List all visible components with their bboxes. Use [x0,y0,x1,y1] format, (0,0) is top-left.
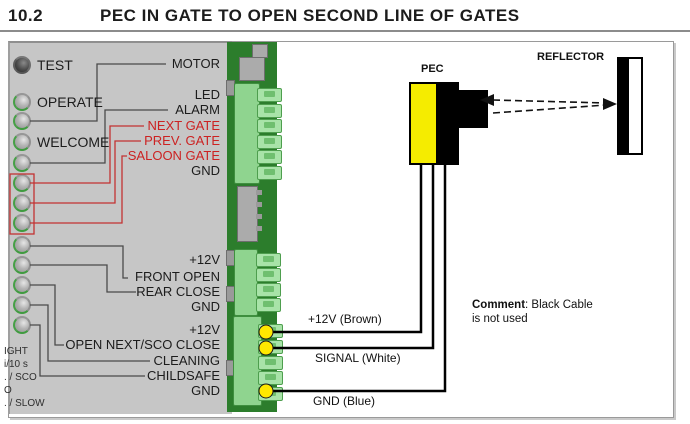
socket-cell [257,88,282,102]
terminal-label-alarm: ALARM [175,102,220,117]
terminal-label-column: MOTOR LED ALARM NEXT GATE PREV. GATE SAL… [0,0,220,424]
terminal-block-3 [233,316,262,406]
terminal-block-2-sockets [256,253,281,312]
wire-label-white: SIGNAL (White) [315,351,401,365]
socket-cell [257,134,282,149]
socket-cell [258,339,283,354]
socket-cell [257,165,282,180]
corner-text-line: IGHT [4,346,28,357]
socket-cell [258,324,283,338]
terminal-label-saloon-gate: SALOON GATE [127,148,220,163]
connector-pin [256,214,262,219]
comment-prefix: Comment [472,299,526,311]
led-label-operate: OPERATE [37,94,103,110]
terminal-label-gnd-3: GND [191,383,220,398]
connector-pin [256,202,262,207]
wire-label-blue: GND (Blue) [313,394,376,408]
socket-cell [257,119,282,134]
terminal-block-1-sockets [257,88,282,180]
socket-cell [258,355,283,370]
terminal-block-1 [234,83,260,184]
connector-pin [256,226,262,231]
socket-cell [258,387,283,401]
led-label-welcome: WELCOME [37,134,110,150]
terminal-label-cleaning: CLEANING [153,353,220,368]
terminal-block-3-sockets [258,324,283,401]
pcb-top-component [252,44,268,58]
socket-cell [256,268,281,282]
led-label-test: TEST [37,57,73,73]
socket-cell [257,103,282,118]
terminal-label-12v-2: +12V [189,322,220,337]
section-number: 10.2 [8,6,44,25]
socket-cell [256,253,281,267]
page-title: PEC IN GATE TO OPEN SECOND LINE OF GATES [100,6,520,25]
connector-pin [256,190,262,195]
pec-label: PEC [421,63,444,75]
comment-note: Comment: Black Cable is not used [472,299,593,326]
corner-text-line: . / SLOW [4,398,45,409]
wire-label-brown: +12V (Brown) [308,312,382,326]
terminal-label-led: LED [194,87,220,102]
terminal-label-prev-gate: PREV. GATE [144,133,220,148]
corner-text-line: i/10 s [4,359,28,370]
terminal-label-open-next-sco-close: OPEN NEXT/SCO CLOSE [65,337,220,352]
terminal-label-gnd-2: GND [191,299,220,314]
socket-cell [258,371,283,386]
comment-line-1: Comment: Black Cable [472,299,593,313]
terminal-label-rear-close: REAR CLOSE [136,284,220,299]
terminal-label-next-gate: NEXT GATE [147,118,220,133]
terminal-label-front-open: FRONT OPEN [135,269,220,284]
corner-text-line: O [4,385,12,396]
socket-cell [256,283,281,297]
relay-component [239,57,265,81]
terminal-label-12v-1: +12V [189,252,220,267]
socket-cell [257,150,282,165]
comment-rest: : Black Cable [525,299,593,311]
title-underline [0,30,690,32]
socket-cell [256,298,281,312]
led-indicator-front-open [13,236,31,254]
terminal-label-motor: MOTOR [171,56,220,71]
corner-text-line: . / SCO [4,372,37,383]
terminal-label-gnd-1: GND [191,163,220,178]
terminal-block-2 [234,249,258,316]
reflector-label: REFLECTOR [537,51,605,63]
pcb-connector [237,186,258,242]
comment-line-2: is not used [472,312,528,325]
terminal-label-childsafe: CHILDSAFE [147,368,220,383]
